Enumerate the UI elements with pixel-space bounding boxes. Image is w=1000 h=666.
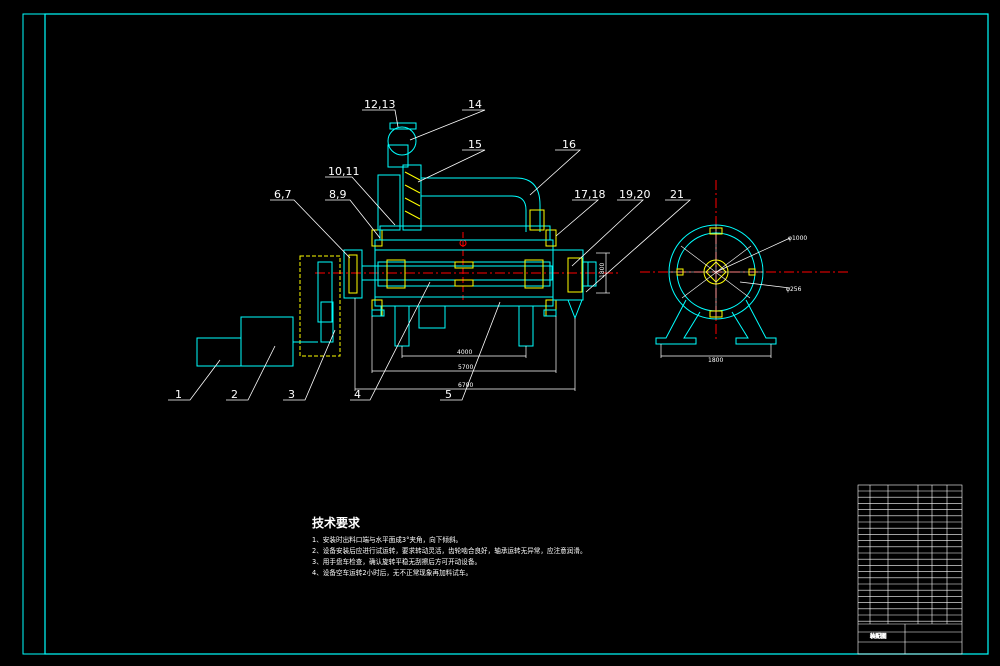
part-label-5: 5	[445, 388, 452, 401]
note-2: 2、设备安装后应进行试运转，要求转动灵活，齿轮啮合良好，轴承运转无异常，应注意润…	[312, 547, 587, 555]
part-label-10-11: 10,11	[328, 165, 360, 178]
note-3: 3、用手盘车检查，确认旋转平稳无刮擦后方可开动设备。	[312, 558, 482, 566]
part-label-21: 21	[670, 188, 684, 201]
left-bearing	[343, 249, 363, 299]
part-label-14: 14	[468, 98, 482, 111]
note-4: 4、设备空车运转2小时后，无不正常现象再加料试车。	[312, 569, 473, 577]
valve-14	[387, 126, 417, 156]
dim-4000: 4000	[457, 349, 472, 356]
part-label-1: 1	[175, 388, 182, 401]
dimensions-front	[354, 252, 610, 391]
part-label-2: 2	[231, 388, 238, 401]
notes-title: 技术要求	[312, 516, 361, 530]
part-label-4: 4	[354, 388, 361, 401]
dimension-texts: 4000 5700 6700 1800 1800 φ1000 φ256	[457, 235, 807, 389]
left-leg	[655, 299, 701, 345]
screw-feeder	[402, 164, 422, 231]
right-leg	[731, 299, 777, 345]
drawing-name: 装配图	[870, 632, 887, 640]
part-label-16: 16	[562, 138, 576, 151]
vapor-pipe-outer	[421, 177, 541, 232]
drive-guard	[299, 255, 341, 357]
dim-6700: 6700	[458, 382, 473, 389]
title-block-rows	[858, 490, 962, 622]
title-block: 装配图	[857, 484, 963, 655]
note-1: 1、安装时出料口端与水平面成3°夹角，向下倾斜。	[312, 536, 463, 544]
dim-phi256: φ256	[786, 286, 802, 293]
dim-1800-v: 1800	[599, 263, 606, 278]
part-label-3: 3	[288, 388, 295, 401]
part-labels: 1 2 3 4 5 6,7 8,9 10,11 12,13 14 15 16 1…	[175, 98, 684, 401]
feed-chamber	[379, 225, 551, 241]
reducer-body	[240, 316, 294, 367]
part-label-12-13: 12,13	[364, 98, 396, 111]
feed-pipe	[377, 174, 401, 231]
side-view	[640, 180, 850, 358]
front-view	[196, 122, 620, 391]
vapor-pipe-inner	[421, 195, 527, 232]
inner-frame	[44, 13, 989, 655]
part-label-8-9: 8,9	[329, 188, 347, 201]
part-label-19-20: 19,20	[619, 188, 651, 201]
leader-lines	[168, 109, 692, 401]
support-right	[518, 305, 534, 347]
technical-requirements: 技术要求 1、安装时出料口端与水平面成3°夹角，向下倾斜。 2、设备安装后应进行…	[312, 514, 587, 579]
drive-frame	[317, 261, 333, 323]
dim-1800-h: 1800	[708, 357, 723, 364]
part-label-17-18: 17,18	[574, 188, 606, 201]
support-left	[394, 305, 410, 347]
drive-pulley	[320, 301, 334, 343]
dim-5700: 5700	[458, 364, 473, 371]
part-label-15: 15	[468, 138, 482, 151]
dim-phi1000: φ1000	[788, 235, 807, 242]
part-label-6-7: 6,7	[274, 188, 292, 201]
